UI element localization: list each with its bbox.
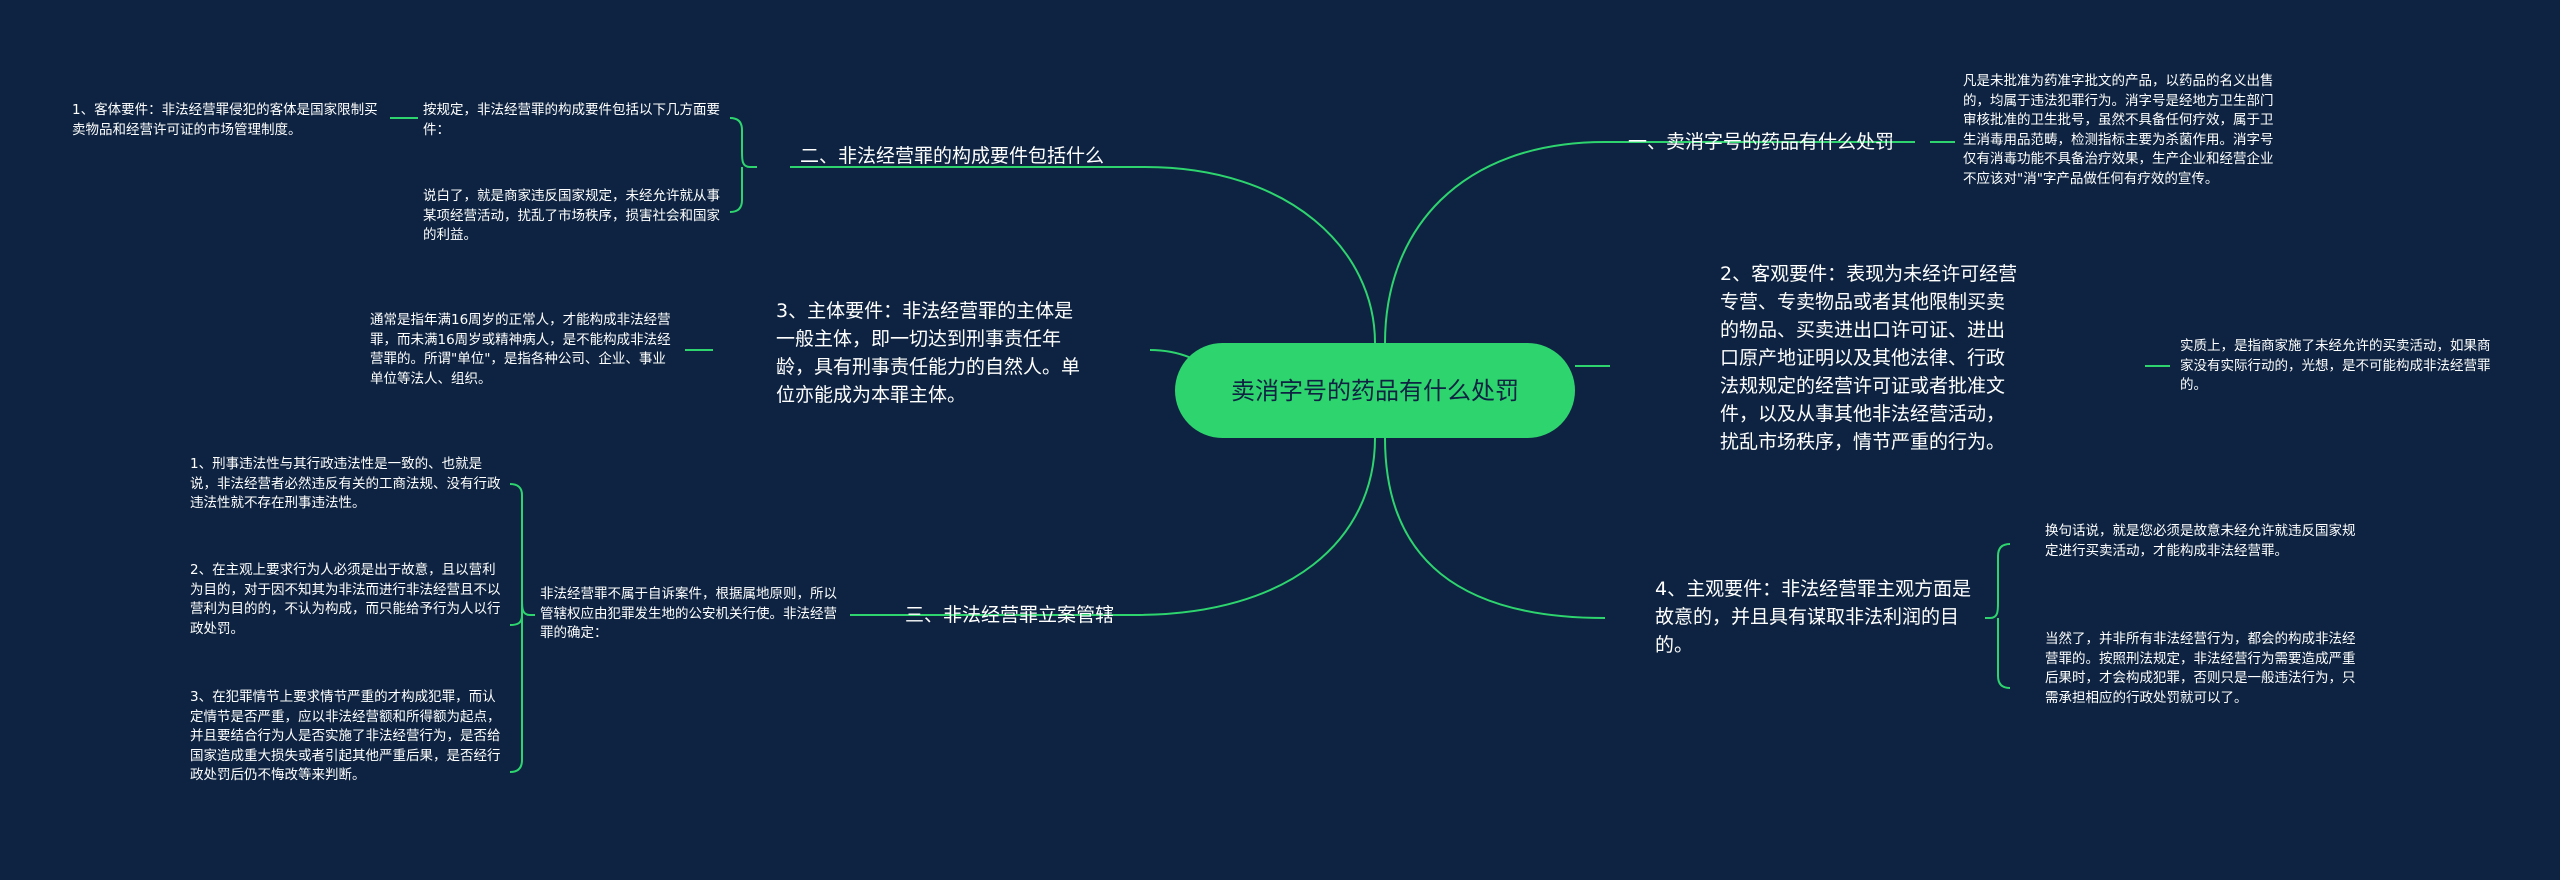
branch-penalty[interactable]: 一、卖消字号的药品有什么处罚 [1628, 131, 1895, 153]
node-elements-summary[interactable]: 说白了，就是商家违反国家规定，未经允许就从事某项经营活动，扰乱了市场秩序，损害社… [423, 188, 720, 243]
bracket-right-b3 [1985, 543, 2011, 689]
node-subject-detail[interactable]: 通常是指年满16周岁的正常人，才能构成非法经营罪，而未满16周岁或精神病人，是不… [370, 312, 671, 387]
branch-constituent-elements[interactable]: 二、非法经营罪的构成要件包括什么 [800, 145, 1105, 167]
node-criteria-3[interactable]: 3、在犯罪情节上要求情节严重的才构成犯罪，而认定情节是否严重，应以非法经营额和所… [190, 689, 501, 783]
bracket-left-b3 [509, 483, 535, 773]
root-topic[interactable]: 卖消字号的药品有什么处罚 [1175, 343, 1575, 438]
node-elements-intro[interactable]: 按规定，非法经营罪的构成要件包括以下几方面要件： [423, 102, 720, 138]
branch-case-jurisdiction[interactable]: 三、非法经营罪立案管辖 [905, 604, 1115, 626]
node-criteria-1[interactable]: 1、刑事违法性与其行政违法性是一致的、也就是说，非法经营者必然违反有关的工商法规… [190, 456, 501, 511]
node-criteria-2[interactable]: 2、在主观上要求行为人必须是出于故意，且以营利为目的，对于因不知其为非法而进行非… [190, 562, 501, 637]
link-root-to-right-b3 [1384, 437, 1606, 619]
node-objective-detail[interactable]: 实质上，是指商家施了未经允许的买卖活动，如果商家没有实际行动的，光想，是不可能构… [2180, 338, 2491, 393]
node-subjective-intent[interactable]: 换句话说，就是您必须是故意未经允许就违反国家规定进行买卖活动，才能构成非法经营罪… [2045, 523, 2356, 559]
link-root-to-left-b3 [1134, 437, 1376, 616]
link-root-to-right-b1 [1384, 141, 1606, 344]
branch-subjective-element[interactable]: 4、主观要件：非法经营罪主观方面是故意的，并且具有谋取非法利润的目的。 [1655, 578, 1972, 656]
bracket-left-b1 [729, 117, 757, 213]
link-root-to-left-b1 [1144, 166, 1376, 344]
branch-objective-element[interactable]: 2、客观要件：表现为未经许可经营专营、专卖物品或者其他限制买卖的物品、买卖进出口… [1720, 263, 2018, 453]
node-jurisdiction-detail[interactable]: 非法经营罪不属于自诉案件，根据属地原则，所以管辖权应由犯罪发生地的公安机关行使。… [540, 586, 837, 641]
node-subjective-consequence[interactable]: 当然了，并非所有非法经营行为，都会的构成非法经营罪的。按照刑法规定，非法经营行为… [2045, 631, 2356, 706]
node-object-element[interactable]: 1、客体要件：非法经营罪侵犯的客体是国家限制买卖物品和经营许可证的市场管理制度。 [72, 102, 378, 138]
branch-subject-element[interactable]: 3、主体要件：非法经营罪的主体是一般主体，即一切达到刑事责任年龄，具有刑事责任能… [776, 300, 1081, 406]
node-penalty-detail[interactable]: 凡是未批准为药准字批文的产品，以药品的名义出售的，均属于违法犯罪行为。消字号是经… [1963, 73, 2274, 187]
